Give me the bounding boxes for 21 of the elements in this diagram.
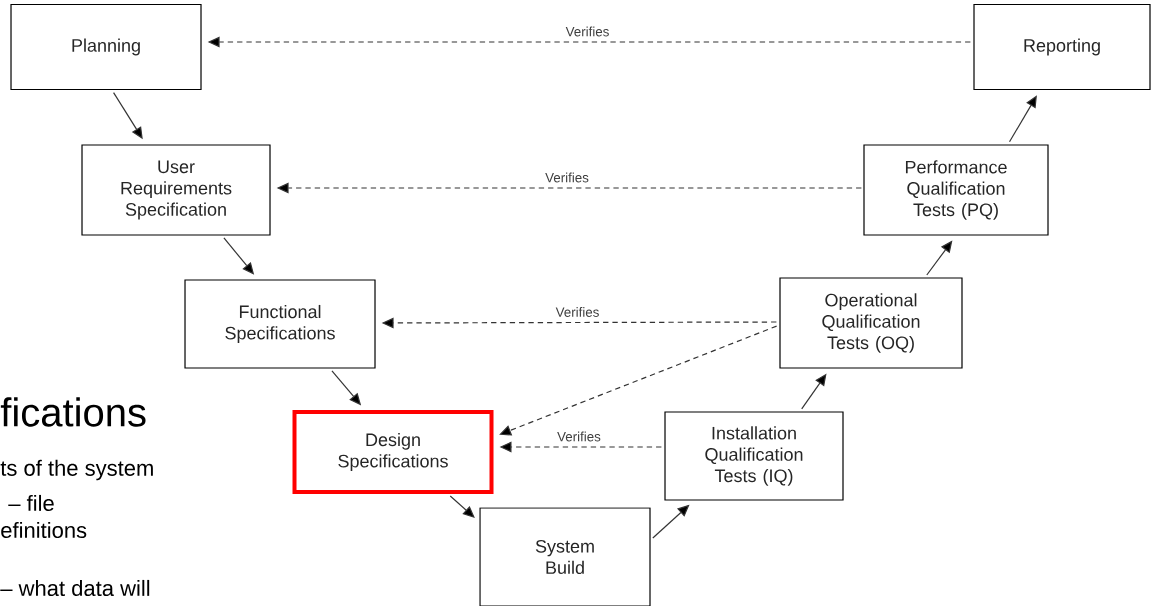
process-box: System Build — [479, 507, 651, 606]
edge-label: Verifies — [555, 430, 603, 443]
process-box: Performance Qualification Tests (PQ) — [863, 144, 1049, 236]
arrow — [449, 495, 475, 518]
bullet-text: efinitions — [1, 521, 87, 539]
process-box: Planning — [10, 3, 202, 91]
heading-text: fications — [0, 397, 146, 427]
highlighted-box: Design Specifications — [292, 410, 494, 494]
process-box: Functional Specifications — [184, 279, 376, 369]
process-box: Operational Qualification Tests (OQ) — [779, 277, 963, 369]
edge-label: Verifies — [564, 25, 611, 38]
edge-label: Verifies — [543, 171, 591, 184]
arrow — [1008, 95, 1037, 143]
bullet-text: – file — [8, 494, 54, 512]
process-box: User Requirements Specification — [81, 144, 271, 236]
edge-label: Verifies — [554, 305, 601, 319]
process-box: Reporting — [973, 3, 1151, 91]
bullet-text: – what data will — [0, 579, 150, 597]
dashed-arrow — [499, 325, 778, 436]
bullet-text: ts of the system — [0, 459, 153, 481]
process-box: Installation Qualification Tests (IQ) — [664, 411, 844, 501]
